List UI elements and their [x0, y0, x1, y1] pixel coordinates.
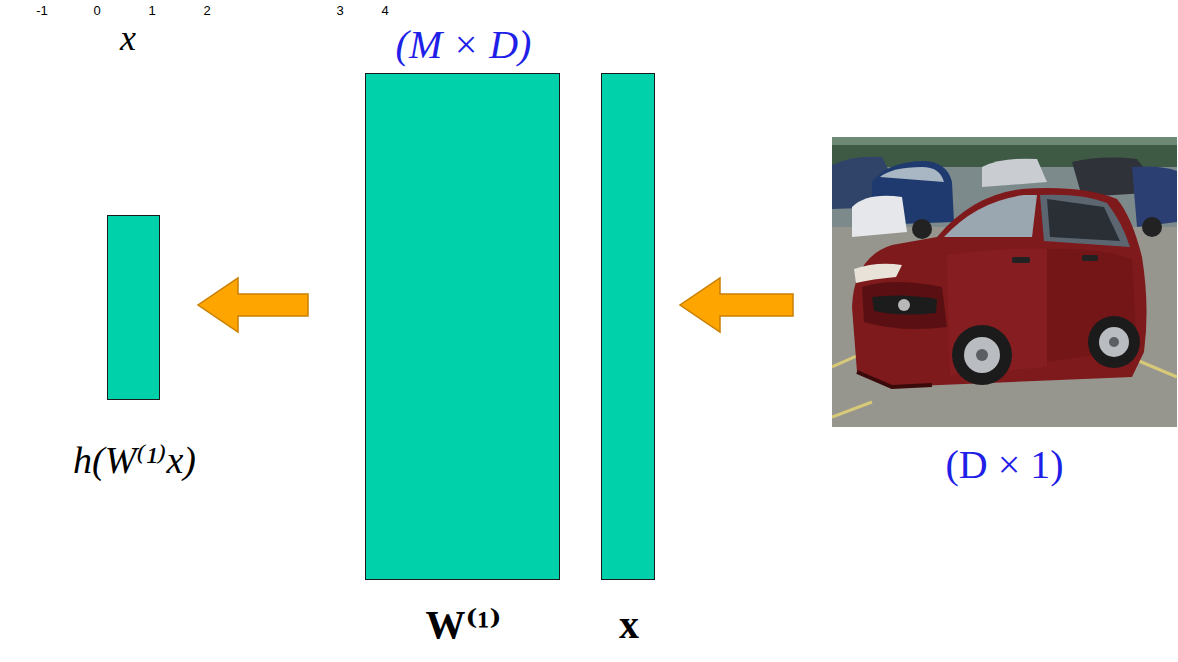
input-image: (D × 1) — [832, 137, 1177, 427]
dimension-label: (D × 1) — [945, 444, 1063, 486]
output-label: h(W⁽¹⁾x) — [73, 441, 196, 481]
matrix-label: W⁽¹⁾ — [426, 604, 502, 646]
axis-tick: 1 — [148, 4, 155, 18]
axis-label: x — [120, 20, 136, 58]
axis-tick: 2 — [203, 4, 210, 18]
axis-tick: 4 — [381, 4, 388, 18]
axis-tick: 0 — [93, 4, 100, 18]
flow-arrow — [198, 278, 308, 332]
dimension-label: (M × D) — [396, 24, 532, 66]
output-vector: h(W⁽¹⁾x) — [107, 215, 160, 400]
weight-matrix: (M × D)W⁽¹⁾ — [365, 73, 560, 580]
axis-tick: -1 — [36, 4, 48, 18]
input-vector: x — [601, 73, 655, 580]
car-photo — [832, 137, 1177, 427]
flow-arrow — [680, 278, 793, 332]
vector-label: x — [619, 604, 639, 646]
axis-tick: 3 — [336, 4, 343, 18]
